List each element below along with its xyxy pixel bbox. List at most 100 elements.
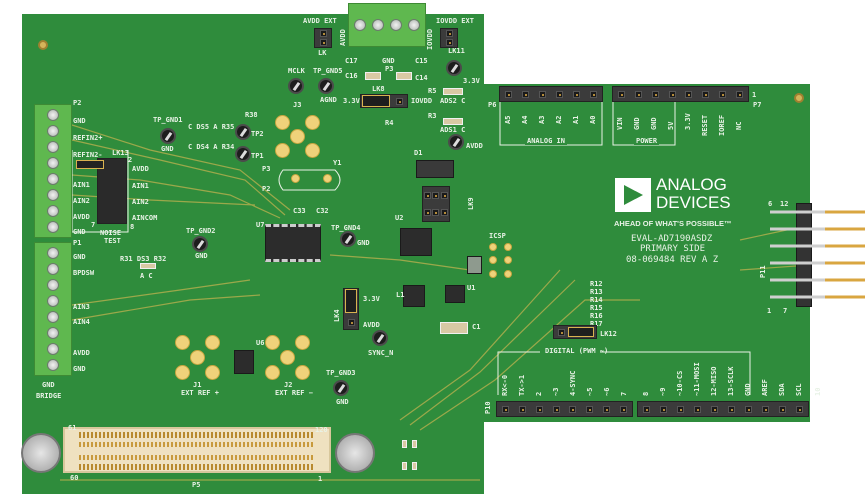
terminal-block-p1[interactable]: [34, 242, 72, 376]
lk13-label: AVDD: [132, 165, 149, 173]
icsp-pad[interactable]: [504, 243, 512, 251]
screw-terminal[interactable]: [47, 205, 59, 217]
jumper-avdd-ext[interactable]: [314, 28, 332, 48]
diode-d1: [416, 160, 454, 178]
test-point-tp2[interactable]: [235, 124, 251, 140]
screw-terminal[interactable]: [47, 189, 59, 201]
test-point-avdd[interactable]: [448, 134, 464, 150]
screw-terminal[interactable]: [47, 157, 59, 169]
p7-pin-label: GND: [633, 117, 641, 130]
label: P10: [484, 401, 492, 414]
p10-pin-label: SDA: [778, 383, 786, 396]
capacitor-c1: [440, 322, 468, 334]
jumper-shunt[interactable]: [76, 160, 104, 169]
label: 60: [70, 474, 79, 482]
jumper-shunt[interactable]: [362, 95, 390, 107]
label: LK11: [448, 47, 465, 55]
test-point-sync[interactable]: [372, 330, 388, 346]
jumper-shunt[interactable]: [568, 327, 594, 337]
test-point-gnd2[interactable]: [192, 236, 208, 252]
screw-terminal[interactable]: [47, 359, 59, 371]
p1-pin-label: AIN3: [73, 303, 90, 311]
screw-terminal[interactable]: [47, 109, 59, 121]
label: 1: [767, 307, 772, 315]
sma-pad: [190, 350, 205, 365]
label: TP2: [251, 130, 264, 138]
screw-terminal[interactable]: [408, 19, 420, 31]
jumper-lk13[interactable]: [97, 158, 127, 224]
screw-terminal[interactable]: [372, 19, 384, 31]
icsp-pad[interactable]: [489, 270, 497, 278]
trace: [419, 299, 640, 431]
p1-pin-label: AIN4: [73, 318, 90, 326]
p10-pin-label: ~10-CS: [676, 370, 684, 396]
screw-terminal[interactable]: [47, 263, 59, 275]
header-p6[interactable]: [499, 86, 603, 102]
screw-terminal[interactable]: [47, 311, 59, 323]
p3-right-label: IOVDD: [426, 28, 434, 50]
screw-terminal[interactable]: [47, 279, 59, 291]
screw-terminal[interactable]: [47, 221, 59, 233]
p7-pin-label: 3.3V: [684, 113, 692, 130]
led-ds1: [443, 118, 463, 125]
test-point-tp1[interactable]: [235, 146, 251, 162]
label: TP_GND4: [331, 224, 361, 232]
label: ADS1 C: [440, 126, 466, 134]
header-p10-left[interactable]: [496, 401, 633, 417]
screw-terminal[interactable]: [47, 173, 59, 185]
trace: [71, 139, 286, 216]
screw-terminal[interactable]: [390, 19, 402, 31]
label: R3: [428, 112, 437, 120]
screw-terminal[interactable]: [47, 343, 59, 355]
label: GND: [195, 252, 208, 260]
connector-p5[interactable]: [63, 427, 331, 473]
terminal-block-p2[interactable]: [34, 104, 72, 238]
sma-pad: [205, 335, 220, 350]
icsp-pad[interactable]: [504, 270, 512, 278]
label: R31 DS3 R32: [120, 255, 167, 263]
screw-terminal[interactable]: [354, 19, 366, 31]
label: J3: [293, 101, 302, 109]
p2-pin-label: AIN2: [73, 197, 90, 205]
header-p7[interactable]: [612, 86, 749, 102]
board-part-rev: 08-069484 REV A Z: [626, 255, 719, 265]
board-model: EVAL-AD7190ASDZ: [631, 234, 713, 244]
icsp-pad[interactable]: [489, 243, 497, 251]
p1-pin-label: GND: [73, 365, 86, 373]
icsp-pad[interactable]: [504, 256, 512, 264]
label: C1: [472, 323, 481, 331]
screw-terminal[interactable]: [47, 141, 59, 153]
label: C17: [345, 57, 358, 65]
test-point-gnd5[interactable]: [318, 78, 334, 94]
test-point-gnd3[interactable]: [333, 380, 349, 396]
p1-pin-label: AVDD: [73, 349, 90, 357]
label: P6: [488, 101, 497, 109]
ic-u2: [400, 228, 432, 256]
p10-pin-label: ~9: [659, 387, 667, 396]
screw-terminal[interactable]: [47, 295, 59, 307]
screw-terminal[interactable]: [47, 327, 59, 339]
label: U2: [395, 214, 404, 222]
jumper-lk9[interactable]: [422, 186, 450, 222]
p3-label: P3: [385, 65, 394, 73]
terminal-block-p3[interactable]: [348, 3, 426, 47]
label: 1: [318, 475, 323, 483]
label: J1: [193, 381, 202, 389]
p10-pin-label: ~3: [552, 387, 560, 396]
p10-pin-label: ~6: [603, 387, 611, 396]
test-point-gnd1[interactable]: [160, 128, 176, 144]
jumper-shunt[interactable]: [345, 289, 357, 313]
crystal-pad: [291, 174, 300, 183]
header-p10-right[interactable]: [637, 401, 809, 417]
test-point-gnd4[interactable]: [340, 231, 356, 247]
trace: [71, 279, 251, 306]
icsp-pad[interactable]: [489, 256, 497, 264]
jumper-lk11[interactable]: [440, 28, 458, 48]
test-point-3v3[interactable]: [446, 60, 462, 76]
screw-terminal[interactable]: [47, 247, 59, 259]
label: U7: [256, 221, 265, 229]
lk13-label: AIN1: [132, 182, 149, 190]
test-point-mclk[interactable]: [288, 78, 304, 94]
label: P11: [759, 265, 767, 278]
screw-terminal[interactable]: [47, 125, 59, 137]
